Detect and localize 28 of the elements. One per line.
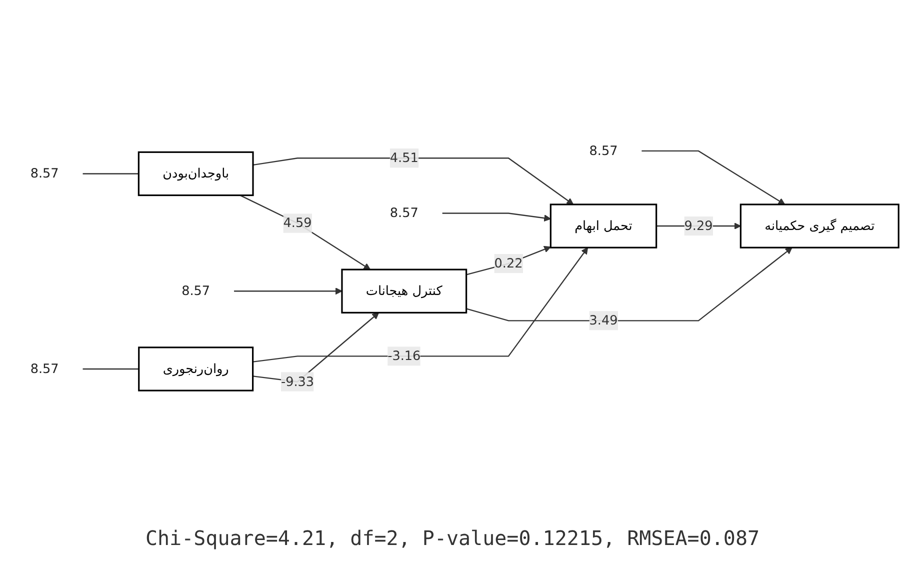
edge-label: 9.29 xyxy=(684,218,713,233)
arrow xyxy=(240,194,371,270)
arrow xyxy=(466,246,551,275)
arrow xyxy=(252,157,574,204)
node-text: 8.57 xyxy=(390,204,418,220)
node-text: 8.57 xyxy=(30,360,59,376)
connector xyxy=(82,368,139,370)
node-box: روان‌رنجوری xyxy=(138,346,254,391)
fit-statistics-caption: Chi-Square=4.21, df=2, P-value=0.12215, RMSEA=0.087 xyxy=(145,525,760,552)
arrow xyxy=(466,246,792,321)
edge-label: 4.51 xyxy=(390,150,418,165)
arrow xyxy=(234,287,342,294)
node-text: 8.57 xyxy=(182,282,210,298)
node-box: کنترل هیجانات xyxy=(341,268,468,314)
arrow xyxy=(442,212,551,222)
node-text: 8.57 xyxy=(589,142,618,158)
arrow xyxy=(642,150,786,204)
edge-label: -3.16 xyxy=(388,348,421,364)
node-box: باوجدان‌بودن xyxy=(138,150,254,196)
connector xyxy=(82,172,139,174)
edge-label: 4.59 xyxy=(283,214,312,230)
edge-label: 3.49 xyxy=(589,312,618,328)
node-box: تصمیم گیری حکمیانه xyxy=(740,203,900,248)
edge-label: -9.33 xyxy=(280,373,314,389)
arrow xyxy=(252,246,588,362)
node-box: تحمل ابهام xyxy=(550,203,658,248)
node-text: 8.57 xyxy=(30,165,59,181)
edge-label: 0.22 xyxy=(494,255,523,270)
